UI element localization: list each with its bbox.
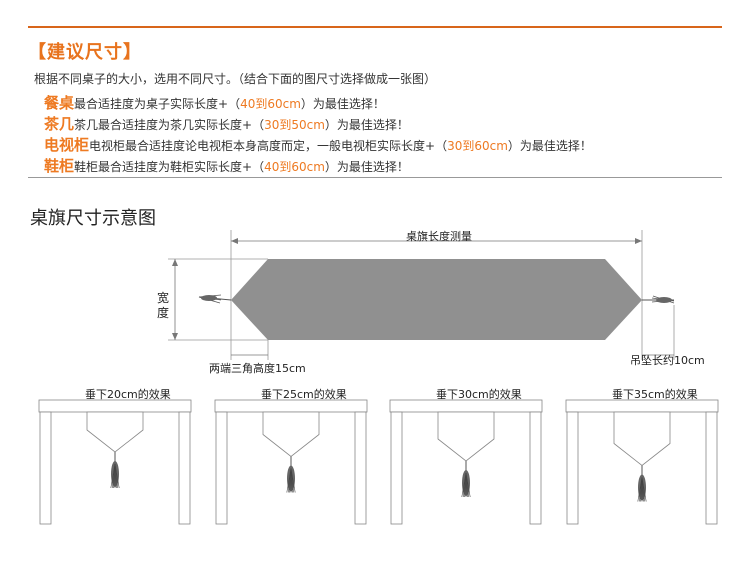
- width-label-2: 度: [157, 306, 170, 320]
- item-name: 餐桌: [44, 94, 75, 112]
- table-leg-right: [705, 411, 718, 525]
- recommendation-shoe-cabinet: 鞋柜鞋柜最合适挂度为鞋柜实际长度+（40到60cm）为最佳选择！: [44, 155, 409, 176]
- table-illustration-20cm: [38, 399, 192, 525]
- hanging-runner: [437, 411, 495, 462]
- item-text-end: ）为最佳选择！: [300, 97, 385, 111]
- table-leg-right: [354, 411, 367, 525]
- tassel-thread: [465, 472, 471, 498]
- item-name: 电视柜: [44, 136, 90, 154]
- right-tassel-icon: [642, 295, 675, 304]
- triangle-height-label: 两端三角高度15cm: [209, 362, 306, 375]
- item-range: 40到60cm: [264, 160, 325, 174]
- length-label: 桌旗长度测量: [406, 230, 472, 243]
- item-text-end: ）为最佳选择！: [324, 118, 409, 132]
- triangle-height-marker: [231, 340, 269, 360]
- item-text-end: ）为最佳选择！: [507, 139, 592, 153]
- length-dimension: [230, 230, 643, 360]
- section-title: 【建议尺寸】: [28, 42, 142, 63]
- width-label-1: 宽: [157, 291, 170, 305]
- recommendation-tv-cabinet: 电视柜电视柜最合适挂度论电视柜本身高度而定，一般电视柜实际长度+（30到60cm…: [44, 134, 592, 155]
- effect-label-35cm: 垂下35cm的效果: [612, 388, 698, 401]
- table-leg-right: [529, 411, 542, 525]
- item-range: 40到60cm: [240, 97, 301, 111]
- tassel-thread: [641, 477, 647, 502]
- section-divider: [28, 177, 722, 178]
- effect-label-25cm: 垂下25cm的效果: [261, 388, 347, 401]
- effect-label-30cm: 垂下30cm的效果: [436, 388, 522, 401]
- recommendation-dining-table: 餐桌最合适挂度为桌子实际长度+（40到60cm）为最佳选择！: [44, 92, 385, 113]
- diagram-title: 桌旗尺寸示意图: [30, 208, 156, 229]
- table-runner: [231, 259, 642, 340]
- pendant-length-marker: [642, 305, 675, 360]
- intro-text: 根据不同桌子的大小，选用不同尺寸。（结合下面的图尺寸选择做成一张图）: [34, 72, 437, 86]
- table-illustration-25cm: [214, 399, 368, 525]
- tassel-thread: [290, 468, 296, 493]
- hanging-runner: [613, 411, 671, 467]
- table-leg-left: [39, 411, 52, 525]
- hanging-runner: [262, 411, 320, 458]
- width-dimension: [168, 258, 268, 341]
- item-text: 茶几最合适挂度为茶几实际长度+（: [74, 118, 265, 132]
- item-text: 最合适挂度为桌子实际长度+（: [74, 97, 241, 111]
- item-name: 鞋柜: [44, 157, 75, 175]
- item-name: 茶几: [44, 115, 75, 133]
- item-range: 30到60cm: [447, 139, 508, 153]
- header-rule: [28, 26, 722, 28]
- item-range: 30到50cm: [264, 118, 325, 132]
- tassel-thread: [114, 463, 120, 489]
- table-leg-left: [390, 411, 403, 525]
- effect-label-20cm: 垂下20cm的效果: [85, 388, 171, 401]
- item-text: 电视柜最合适挂度论电视柜本身高度而定，一般电视柜实际长度+（: [89, 139, 448, 153]
- left-tassel-icon: [198, 294, 232, 304]
- item-text-end: ）为最佳选择！: [324, 160, 409, 174]
- hanging-runner: [86, 411, 144, 453]
- table-leg-right: [178, 411, 191, 525]
- recommendation-coffee-table: 茶几茶几最合适挂度为茶几实际长度+（30到50cm）为最佳选择！: [44, 113, 409, 134]
- pendant-length-label: 吊坠长约10cm: [630, 354, 705, 367]
- table-leg-left: [566, 411, 579, 525]
- table-leg-left: [215, 411, 228, 525]
- table-illustration-35cm: [565, 399, 719, 525]
- item-text: 鞋柜最合适挂度为鞋柜实际长度+（: [74, 160, 265, 174]
- table-illustration-30cm: [389, 399, 543, 525]
